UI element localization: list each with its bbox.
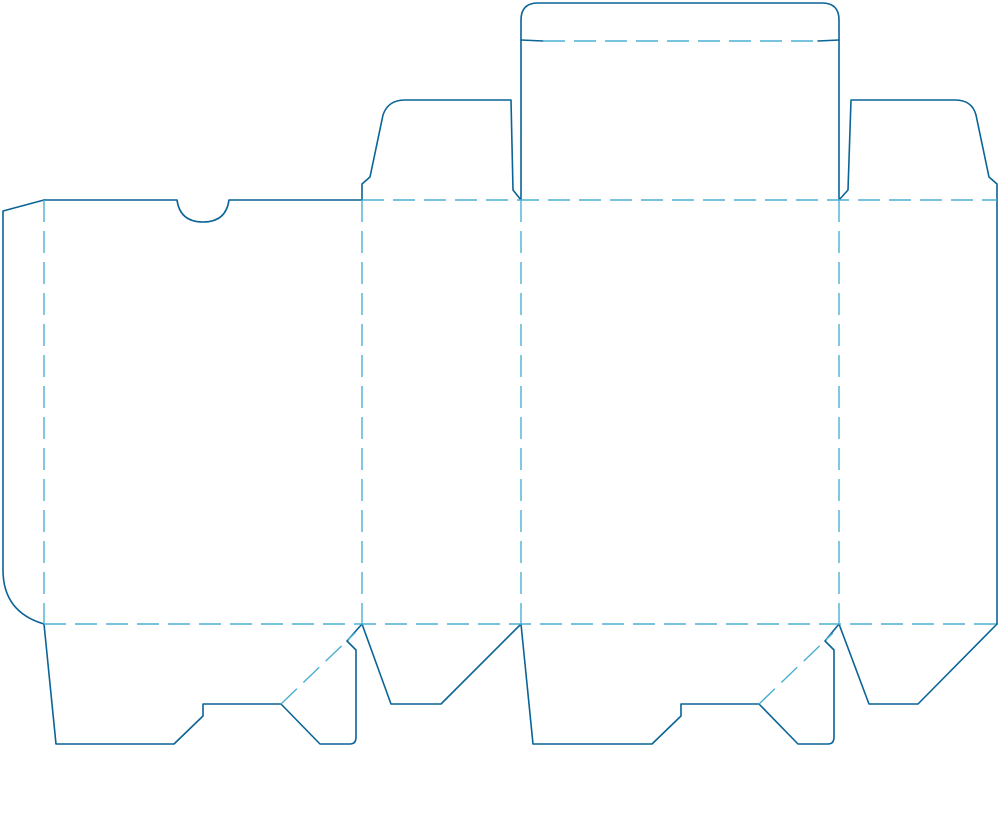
bottom-flap-back [520, 623, 840, 745]
fold-lock-left [280, 632, 356, 705]
tuck-flap-slit-left [520, 39, 544, 42]
bottom-dust-flap-left [361, 623, 522, 705]
glue-flap-outline [2, 199, 45, 625]
front-panel-top-edge [43, 199, 363, 223]
cut-lines [2, 2, 998, 745]
fold-lines [43, 40, 997, 705]
left-dust-flap-top [361, 99, 522, 201]
top-tuck-flap [520, 2, 840, 201]
bottom-dust-flap-right [838, 623, 998, 705]
fold-lock-right [758, 632, 834, 705]
tuck-flap-slit-right [817, 39, 840, 42]
bottom-flap-front [43, 623, 363, 745]
right-dust-flap-top [838, 99, 998, 625]
